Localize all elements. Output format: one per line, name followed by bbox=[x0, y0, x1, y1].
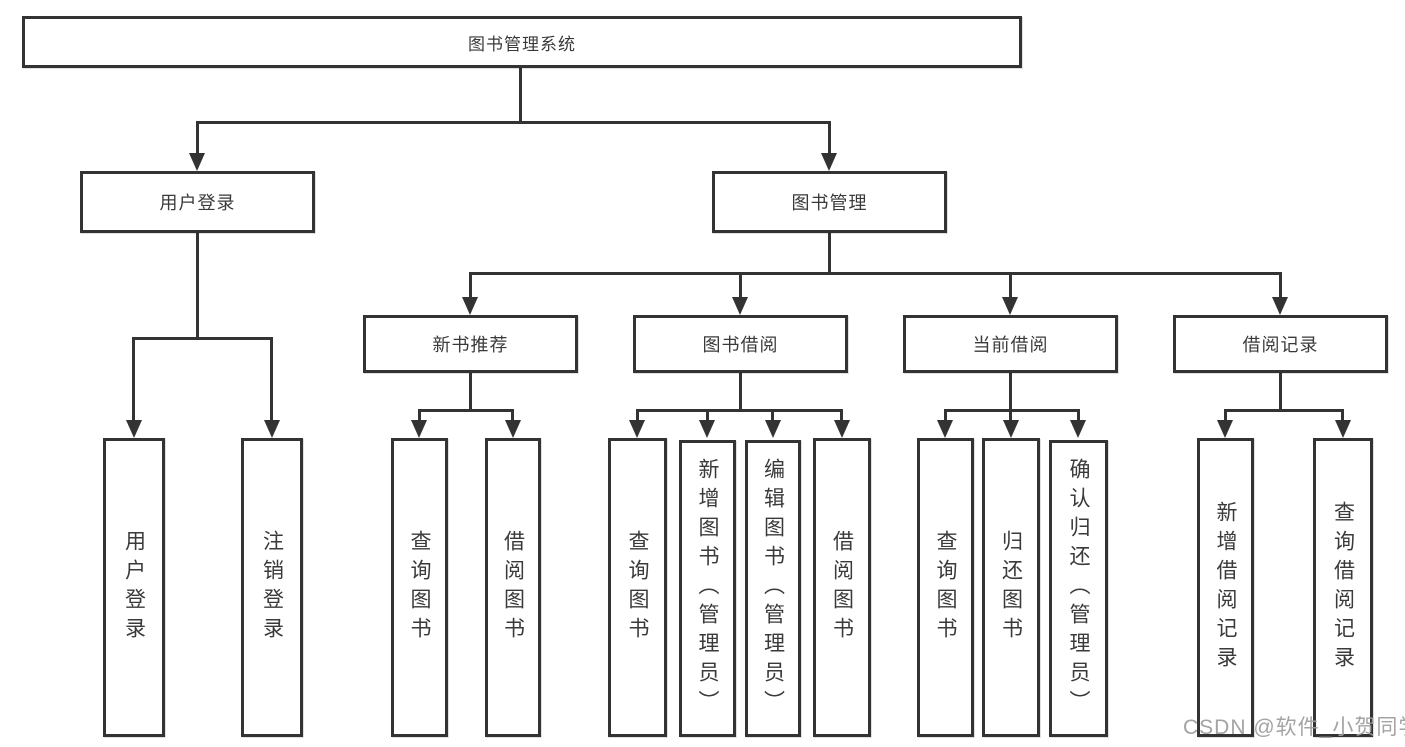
leaf-recommend-borrow-book: 借阅图书 bbox=[485, 438, 541, 737]
node-borrow-records: 借阅记录 bbox=[1173, 315, 1388, 373]
connector-line bbox=[511, 409, 514, 420]
leaf-borrow-add-book-admin-label: 新增图书（管理员） bbox=[696, 458, 719, 719]
leaf-logout-label: 注销登录 bbox=[260, 529, 284, 646]
node-borrow-records-label: 借阅记录 bbox=[1242, 335, 1319, 355]
leaf-borrow-query-book: 查询图书 bbox=[608, 438, 667, 737]
arrow-down-icon bbox=[462, 297, 478, 315]
leaf-recommend-query-book: 查询图书 bbox=[391, 438, 448, 737]
arrow-down-icon bbox=[629, 420, 645, 438]
connector-line bbox=[706, 409, 709, 420]
connector-line bbox=[469, 272, 472, 297]
leaf-user-login-label: 用户登录 bbox=[122, 529, 146, 646]
arrow-down-icon bbox=[1070, 420, 1086, 438]
leaf-logout: 注销登录 bbox=[241, 438, 303, 737]
connector-line bbox=[196, 233, 199, 337]
connector-line bbox=[840, 409, 843, 420]
arrow-down-icon bbox=[1272, 297, 1288, 315]
node-book-management-label: 图书管理 bbox=[791, 193, 868, 213]
connector-line bbox=[196, 121, 831, 124]
node-book-management: 图书管理 bbox=[712, 171, 947, 233]
arrow-down-icon bbox=[732, 297, 748, 315]
arrow-down-icon bbox=[264, 420, 280, 438]
node-book-borrow-label: 图书借阅 bbox=[702, 335, 779, 355]
leaf-user-login: 用户登录 bbox=[103, 438, 165, 737]
node-current-borrow: 当前借阅 bbox=[903, 315, 1118, 373]
node-user-login-label: 用户登录 bbox=[159, 193, 236, 213]
connector-line bbox=[828, 233, 831, 272]
node-root-label: 图书管理系统 bbox=[468, 34, 576, 54]
connector-line bbox=[1077, 409, 1080, 420]
connector-line bbox=[771, 409, 774, 420]
arrow-down-icon bbox=[821, 153, 837, 171]
connector-line bbox=[636, 409, 843, 412]
connector-line bbox=[1009, 409, 1012, 420]
connector-line bbox=[1279, 272, 1282, 297]
leaf-records-query-record-label: 查询借阅记录 bbox=[1331, 500, 1355, 675]
arrow-down-icon bbox=[937, 420, 953, 438]
connector-line bbox=[132, 337, 272, 340]
leaf-current-return-book: 归还图书 bbox=[982, 438, 1040, 737]
connector-line bbox=[196, 121, 199, 153]
arrow-down-icon bbox=[126, 420, 142, 438]
leaf-borrow-query-book-label: 查询图书 bbox=[626, 529, 649, 646]
leaf-current-query-book-label: 查询图书 bbox=[934, 529, 957, 646]
node-new-book-recommend-label: 新书推荐 bbox=[432, 335, 509, 355]
leaf-recommend-borrow-book-label: 借阅图书 bbox=[501, 529, 525, 646]
connector-line bbox=[519, 68, 522, 121]
leaf-recommend-query-book-label: 查询图书 bbox=[408, 529, 431, 646]
leaf-borrow-add-book-admin: 新增图书（管理员） bbox=[679, 440, 736, 737]
leaf-borrow-edit-book-admin: 编辑图书（管理员） bbox=[745, 440, 801, 737]
connector-line bbox=[469, 272, 1281, 275]
connector-line bbox=[944, 409, 947, 420]
connector-line bbox=[1279, 373, 1282, 409]
leaf-borrow-edit-book-admin-label: 编辑图书（管理员） bbox=[761, 458, 785, 719]
csdn-watermark: CSDN @软件_小贺同学 bbox=[1183, 716, 1405, 739]
node-root: 图书管理系统 bbox=[22, 16, 1022, 68]
arrow-down-icon bbox=[699, 420, 715, 438]
connector-line bbox=[1009, 272, 1012, 297]
arrow-down-icon bbox=[1002, 297, 1018, 315]
connector-line bbox=[1341, 409, 1344, 420]
connector-line bbox=[1009, 373, 1012, 409]
connector-line bbox=[739, 373, 742, 409]
arrow-down-icon bbox=[1217, 420, 1233, 438]
connector-line bbox=[418, 409, 421, 420]
leaf-records-query-record: 查询借阅记录 bbox=[1313, 438, 1373, 737]
connector-line bbox=[418, 409, 514, 412]
connector-line bbox=[1224, 409, 1227, 420]
arrow-down-icon bbox=[1003, 420, 1019, 438]
node-new-book-recommend: 新书推荐 bbox=[363, 315, 578, 373]
node-current-borrow-label: 当前借阅 bbox=[972, 335, 1049, 355]
connector-line bbox=[1224, 409, 1343, 412]
arrow-down-icon bbox=[765, 420, 781, 438]
connector-line bbox=[828, 121, 831, 153]
node-book-borrow: 图书借阅 bbox=[633, 315, 848, 373]
connector-line bbox=[132, 337, 135, 420]
leaf-records-add-record-label: 新增借阅记录 bbox=[1214, 500, 1237, 675]
node-user-login: 用户登录 bbox=[80, 171, 315, 233]
connector-line bbox=[270, 337, 273, 420]
leaf-borrow-borrow-book: 借阅图书 bbox=[813, 438, 871, 737]
arrow-down-icon bbox=[834, 420, 850, 438]
leaf-current-confirm-return-admin: 确认归还（管理员） bbox=[1049, 440, 1108, 737]
arrow-down-icon bbox=[189, 153, 205, 171]
arrow-down-icon bbox=[411, 420, 427, 438]
leaf-records-add-record: 新增借阅记录 bbox=[1197, 438, 1254, 737]
leaf-current-return-book-label: 归还图书 bbox=[999, 529, 1023, 646]
arrow-down-icon bbox=[1335, 420, 1351, 438]
leaf-current-query-book: 查询图书 bbox=[917, 438, 974, 737]
connector-line bbox=[739, 272, 742, 297]
connector-line bbox=[636, 409, 639, 420]
connector-line bbox=[469, 373, 472, 409]
arrow-down-icon bbox=[505, 420, 521, 438]
leaf-current-confirm-return-admin-label: 确认归还（管理员） bbox=[1067, 458, 1090, 719]
leaf-borrow-borrow-book-label: 借阅图书 bbox=[830, 529, 854, 646]
